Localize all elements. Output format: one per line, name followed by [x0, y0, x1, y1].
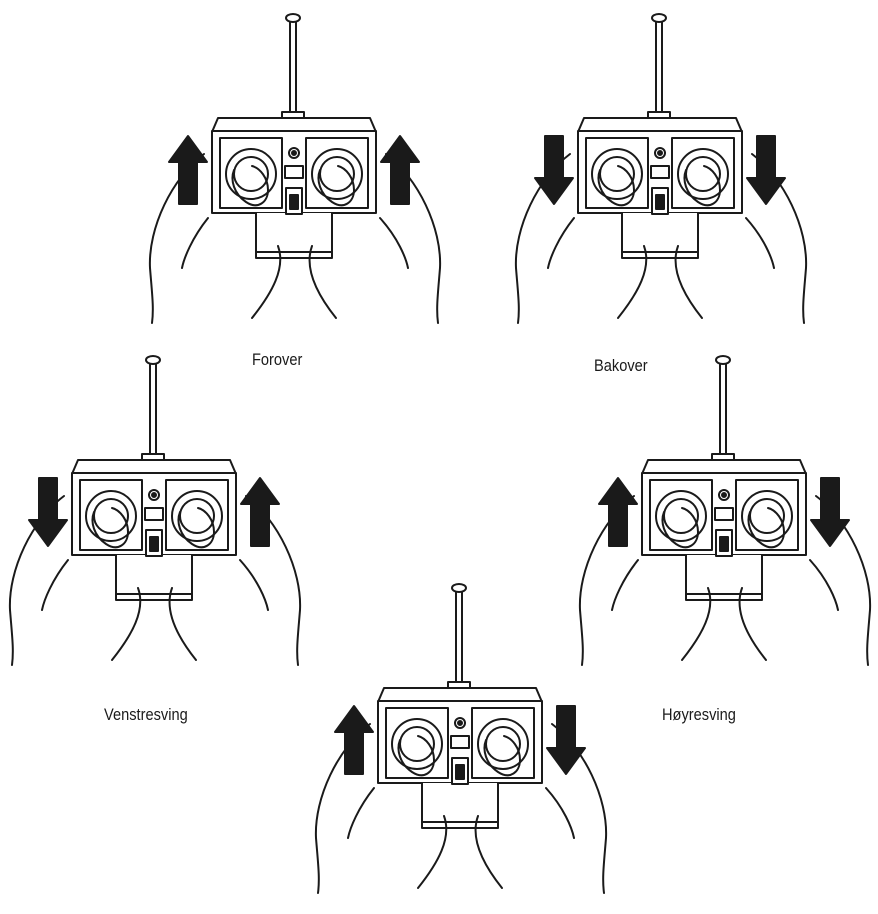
antenna-tip-icon: [651, 13, 667, 23]
stick-inner-ring-left: [233, 156, 269, 192]
stick-inner-ring-right: [319, 156, 355, 192]
right-up-arrow-icon: [240, 477, 280, 547]
antenna-tip-icon: [715, 355, 731, 365]
controller-top-lip: [71, 459, 237, 475]
right-down-arrow-icon: [546, 705, 586, 775]
stick-inner-ring-right: [179, 498, 215, 534]
controller-base: [685, 554, 763, 601]
power-switch-knob-icon: [719, 536, 729, 552]
power-switch-knob-icon: [655, 194, 665, 210]
center-label-plate: [284, 165, 304, 179]
stick-inner-ring-left: [399, 726, 435, 762]
controller-top-lip: [641, 459, 807, 475]
left-up-arrow-icon: [598, 477, 638, 547]
stick-inner-ring-right: [685, 156, 721, 192]
controller-backward: [514, 13, 808, 324]
antenna-tip-icon: [285, 13, 301, 23]
stick-inner-ring-left: [663, 498, 699, 534]
left-hand-outline: [8, 495, 142, 666]
antenna-icon: [455, 589, 463, 683]
stick-inner-ring-right: [485, 726, 521, 762]
right-down-arrow-icon: [810, 477, 850, 547]
left-down-arrow-icon: [28, 477, 68, 547]
controller-base: [421, 782, 499, 829]
left-hand-outline: [148, 153, 282, 324]
left-hand-outline: [578, 495, 712, 666]
indicator-knob-icon: [148, 489, 160, 501]
center-label-plate: [714, 507, 734, 521]
controller-base: [621, 212, 699, 259]
left-hand-outline: [314, 723, 448, 894]
right-hand-outline: [168, 495, 302, 666]
stick-inner-ring-left: [599, 156, 635, 192]
antenna-icon: [719, 361, 727, 455]
controller-top-lip: [211, 117, 377, 133]
center-label-plate: [144, 507, 164, 521]
controller-base: [255, 212, 333, 259]
power-switch-knob-icon: [289, 194, 299, 210]
antenna-tip-icon: [145, 355, 161, 365]
controller-top-lip: [577, 117, 743, 133]
antenna-icon: [149, 361, 157, 455]
caption-left-turn: Venstresving: [104, 705, 188, 724]
indicator-knob-icon: [454, 717, 466, 729]
indicator-dot-icon: [151, 492, 157, 498]
controller-base: [115, 554, 193, 601]
center-label-plate: [450, 735, 470, 749]
controller-left-turn: [8, 355, 302, 666]
controller-top-lip: [377, 687, 543, 703]
left-down-arrow-icon: [534, 135, 574, 205]
controller-spin: [314, 583, 608, 894]
power-switch-knob-icon: [455, 764, 465, 780]
right-hand-outline: [738, 495, 872, 666]
left-hand-outline: [514, 153, 648, 324]
center-label-plate: [650, 165, 670, 179]
right-hand-outline: [674, 153, 808, 324]
antenna-icon: [289, 19, 297, 113]
caption-backward: Bakover: [594, 356, 648, 375]
caption-forward: Forover: [252, 350, 303, 369]
caption-right-turn: Høyresving: [662, 705, 736, 724]
indicator-dot-icon: [291, 150, 297, 156]
indicator-knob-icon: [718, 489, 730, 501]
controller-forward: [148, 13, 442, 324]
right-down-arrow-icon: [746, 135, 786, 205]
indicator-dot-icon: [657, 150, 663, 156]
stick-inner-ring-right: [749, 498, 785, 534]
stick-inner-ring-left: [93, 498, 129, 534]
right-hand-outline: [474, 723, 608, 894]
antenna-icon: [655, 19, 663, 113]
controller-right-turn: [578, 355, 872, 666]
indicator-knob-icon: [654, 147, 666, 159]
power-switch-knob-icon: [149, 536, 159, 552]
right-up-arrow-icon: [380, 135, 420, 205]
indicator-knob-icon: [288, 147, 300, 159]
indicator-dot-icon: [457, 720, 463, 726]
left-up-arrow-icon: [334, 705, 374, 775]
indicator-dot-icon: [721, 492, 727, 498]
right-hand-outline: [308, 153, 442, 324]
antenna-tip-icon: [451, 583, 467, 593]
left-up-arrow-icon: [168, 135, 208, 205]
